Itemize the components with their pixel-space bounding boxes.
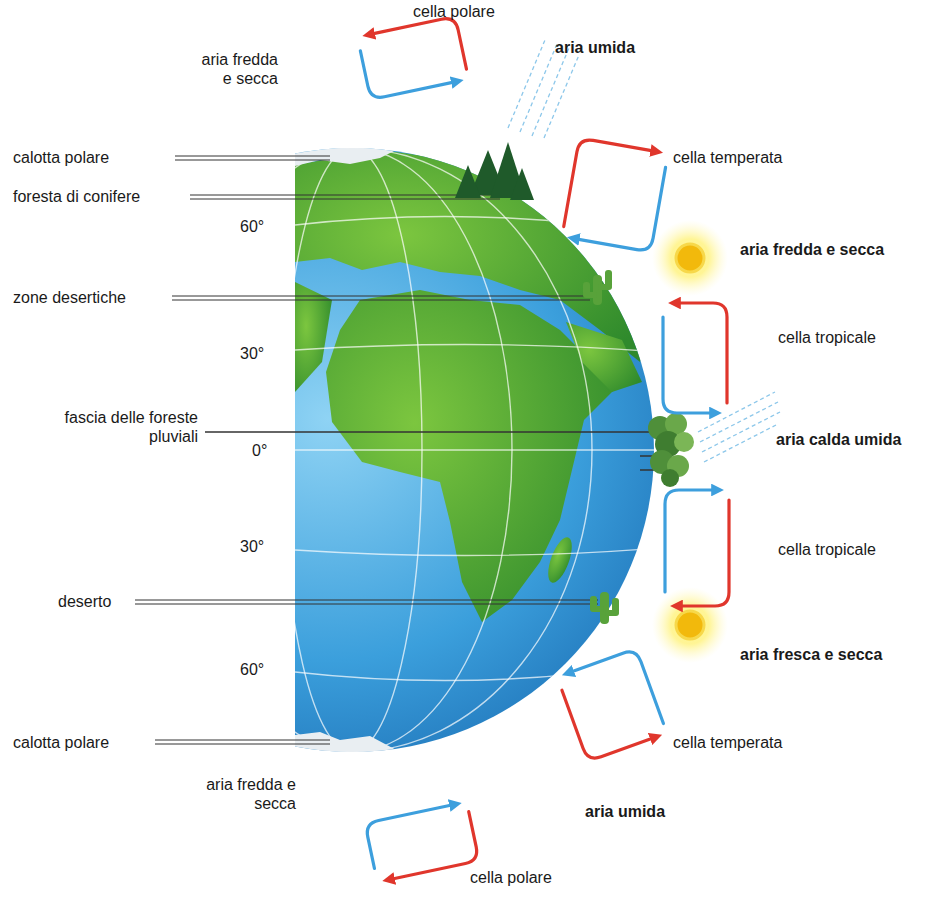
- label: aria fresca e secca: [740, 645, 882, 664]
- cactus: [583, 270, 612, 305]
- label: calotta polare: [13, 733, 109, 752]
- label: cella polare: [413, 2, 495, 21]
- label: fascia delle foreste pluviali: [58, 408, 198, 446]
- label: foresta di conifere: [13, 187, 140, 206]
- label: cella temperata: [673, 148, 782, 167]
- label: 60°: [240, 660, 264, 679]
- label: zone desertiche: [13, 288, 126, 307]
- sun: [652, 587, 728, 663]
- label: calotta polare: [13, 148, 109, 167]
- label: 0°: [252, 441, 267, 460]
- label: 30°: [240, 537, 264, 556]
- label: cella tropicale: [778, 328, 876, 347]
- sun: [652, 220, 728, 296]
- label: 30°: [240, 344, 264, 363]
- label: 60°: [240, 217, 264, 236]
- leader-lines: [135, 156, 656, 744]
- label: aria fredda e secca: [178, 775, 296, 813]
- conifer-trees: [455, 142, 534, 200]
- label: cella temperata: [673, 733, 782, 752]
- label: cella polare: [470, 868, 552, 887]
- rain: [508, 40, 780, 462]
- rainforest-trees: [648, 413, 694, 487]
- label: aria fredda e secca: [192, 50, 278, 88]
- circulation-cells: [357, 16, 729, 882]
- label: aria umida: [555, 38, 635, 57]
- label: deserto: [58, 592, 111, 611]
- label: aria calda umida: [776, 430, 901, 449]
- label: cella tropicale: [778, 540, 876, 559]
- globe: [295, 140, 680, 760]
- label: aria umida: [585, 802, 665, 821]
- cactus: [590, 592, 619, 624]
- label: aria fredda e secca: [740, 240, 884, 259]
